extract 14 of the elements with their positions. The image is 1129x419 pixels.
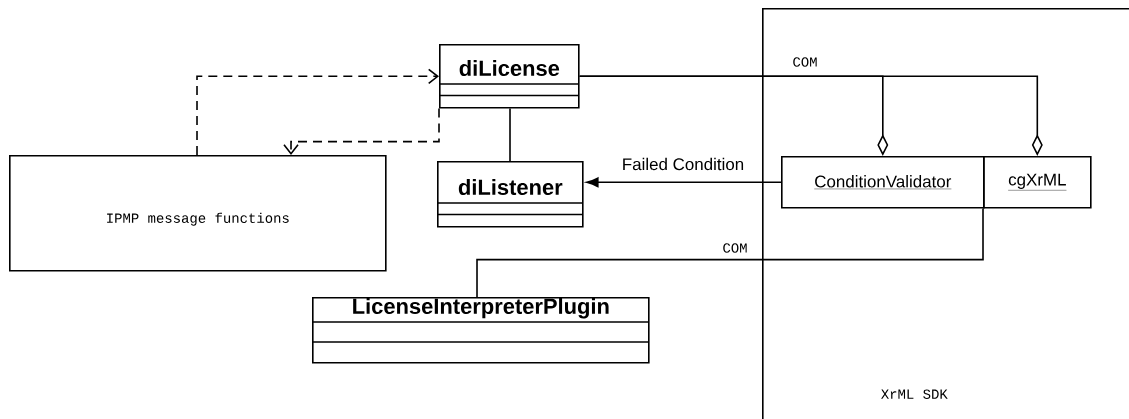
- edge-label: COM: [791, 56, 819, 68]
- edge-label: Failed Condition: [620, 156, 746, 172]
- connector: [476, 207, 984, 298]
- class-box: diListener: [436, 161, 584, 228]
- arrow: [283, 107, 440, 155]
- connector: [509, 107, 511, 162]
- function-box: IPMP message functions: [9, 155, 387, 272]
- edge-label: COM: [721, 242, 749, 254]
- arrow: [586, 177, 782, 188]
- object-box: cgXrML: [983, 156, 1092, 209]
- class-box: LicenseInterpreterPlugin: [311, 297, 650, 364]
- object-box: ConditionValidator: [781, 156, 985, 209]
- class-box: diLicense: [438, 44, 580, 109]
- arrow: [196, 68, 439, 156]
